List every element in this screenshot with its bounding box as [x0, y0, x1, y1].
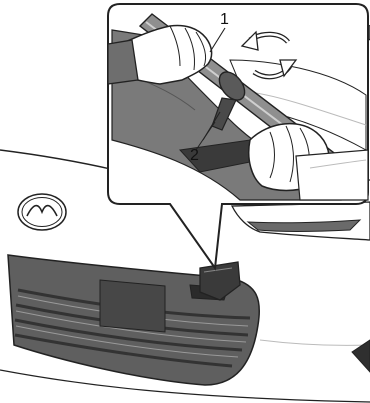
emblem-icon — [18, 194, 66, 230]
callout-2-number: 2 — [190, 147, 199, 164]
callout-1-number: 1 — [220, 11, 229, 28]
